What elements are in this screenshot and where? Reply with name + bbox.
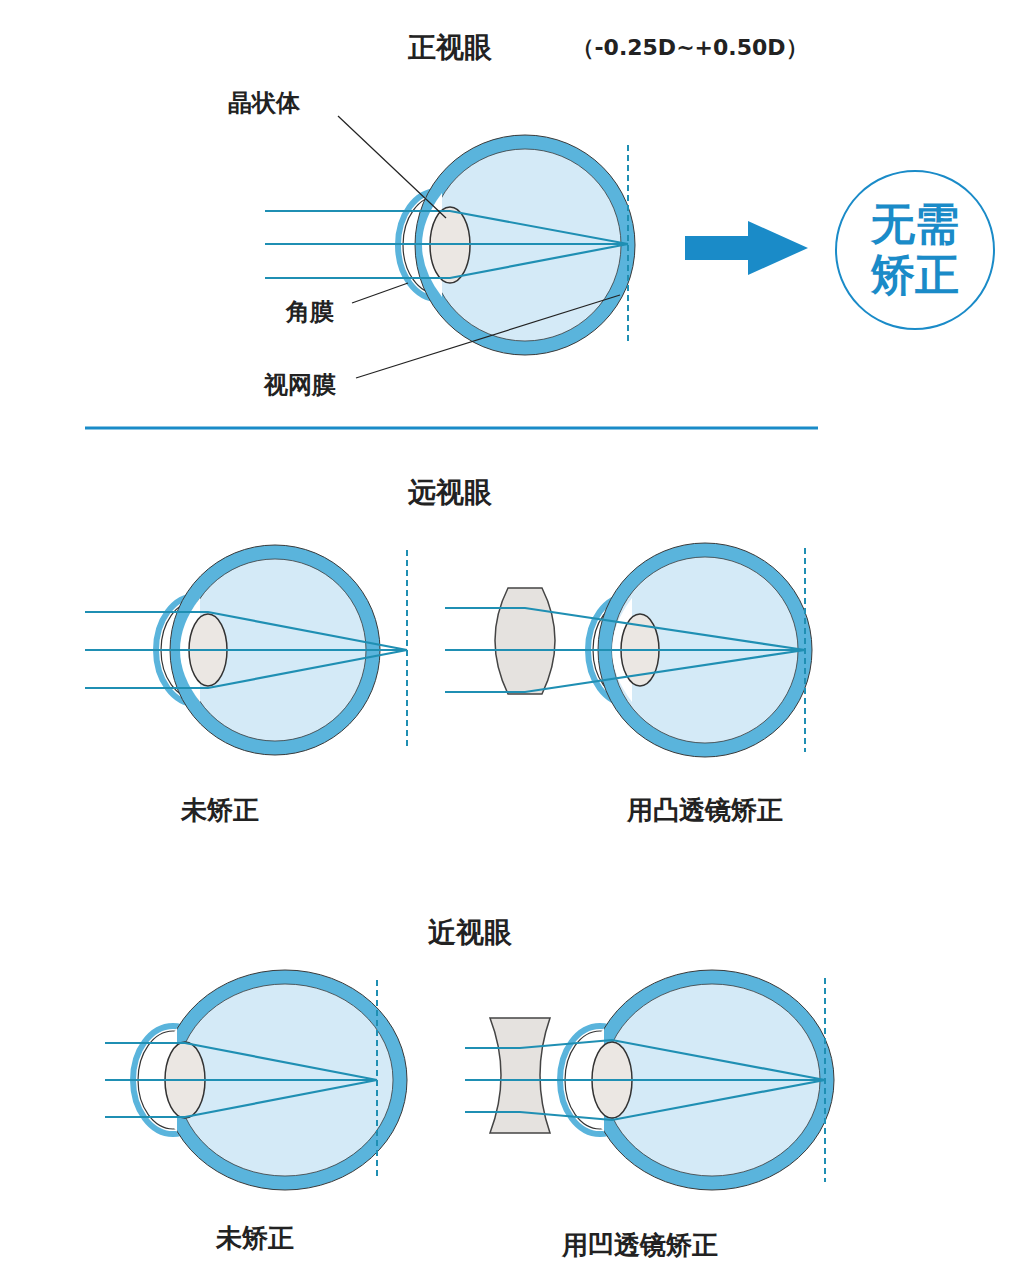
concave-lens (490, 1018, 550, 1133)
light-ray (85, 649, 407, 651)
label: 正视眼 (408, 29, 492, 67)
light-ray (265, 244, 628, 278)
label: 视网膜 (264, 369, 336, 401)
light-ray (445, 649, 805, 651)
result-circle: 无需矫正 (835, 170, 995, 330)
label: 晶状体 (228, 87, 300, 119)
leader-line (338, 116, 446, 218)
node-text: 无需矫正 (870, 199, 960, 300)
divider (85, 427, 818, 430)
light-ray (105, 1043, 377, 1080)
label: （-0.25D~+0.50D） (572, 33, 807, 63)
label: 用凸透镜矫正 (627, 793, 783, 828)
light-ray (465, 1079, 825, 1081)
light-ray (105, 1079, 377, 1081)
light-ray (445, 608, 805, 650)
result-arrow (685, 221, 808, 275)
label: 远视眼 (408, 474, 492, 512)
convex-lens (495, 588, 555, 694)
light-ray (85, 650, 407, 688)
label: 用凹透镜矫正 (562, 1228, 718, 1263)
light-ray (85, 612, 407, 650)
light-ray (465, 1040, 825, 1080)
leader-line (352, 283, 408, 303)
light-ray (105, 1080, 377, 1117)
label: 未矫正 (216, 1221, 294, 1256)
light-ray (265, 243, 628, 245)
light-ray (465, 1080, 825, 1120)
label: 未矫正 (181, 793, 259, 828)
leader-line (356, 295, 620, 378)
label: 近视眼 (428, 914, 512, 952)
light-ray (445, 650, 805, 692)
light-ray (265, 211, 628, 244)
label: 角膜 (286, 296, 334, 328)
